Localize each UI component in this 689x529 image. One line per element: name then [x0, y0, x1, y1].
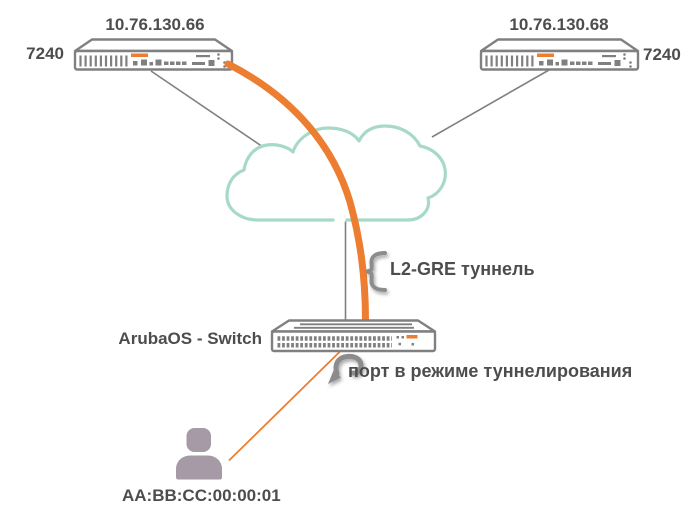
uplink-line-right: [431, 69, 550, 138]
wan-cloud-icon: [225, 124, 447, 222]
l2-gre-tunnel-line: [224, 60, 369, 325]
switch-rack-icon: [270, 319, 437, 353]
port-mode-label: порт в режиме туннелирования: [348, 361, 633, 381]
controller-right-ip-label: 10.76.130.68: [509, 15, 609, 34]
controller-left-ip-label: 10.76.130.66: [105, 15, 205, 34]
switch-label: ArubaOS - Switch: [118, 329, 262, 348]
controller-left-model-label: 7240: [26, 44, 64, 63]
controller-right-model-label: 7240: [643, 45, 681, 64]
curly-brace-icon: [366, 251, 387, 292]
curved-arrow-icon: [328, 353, 364, 384]
controller-left-icon: [73, 38, 234, 71]
tunnel-label: L2-GRE туннель: [390, 259, 535, 279]
controller-right-icon: [479, 38, 640, 71]
client-mac-label: AA:BB:CC:00:00:01: [122, 486, 281, 505]
client-link-line: [228, 350, 341, 462]
uplink-line-left: [150, 70, 264, 148]
person-icon: [176, 428, 222, 480]
